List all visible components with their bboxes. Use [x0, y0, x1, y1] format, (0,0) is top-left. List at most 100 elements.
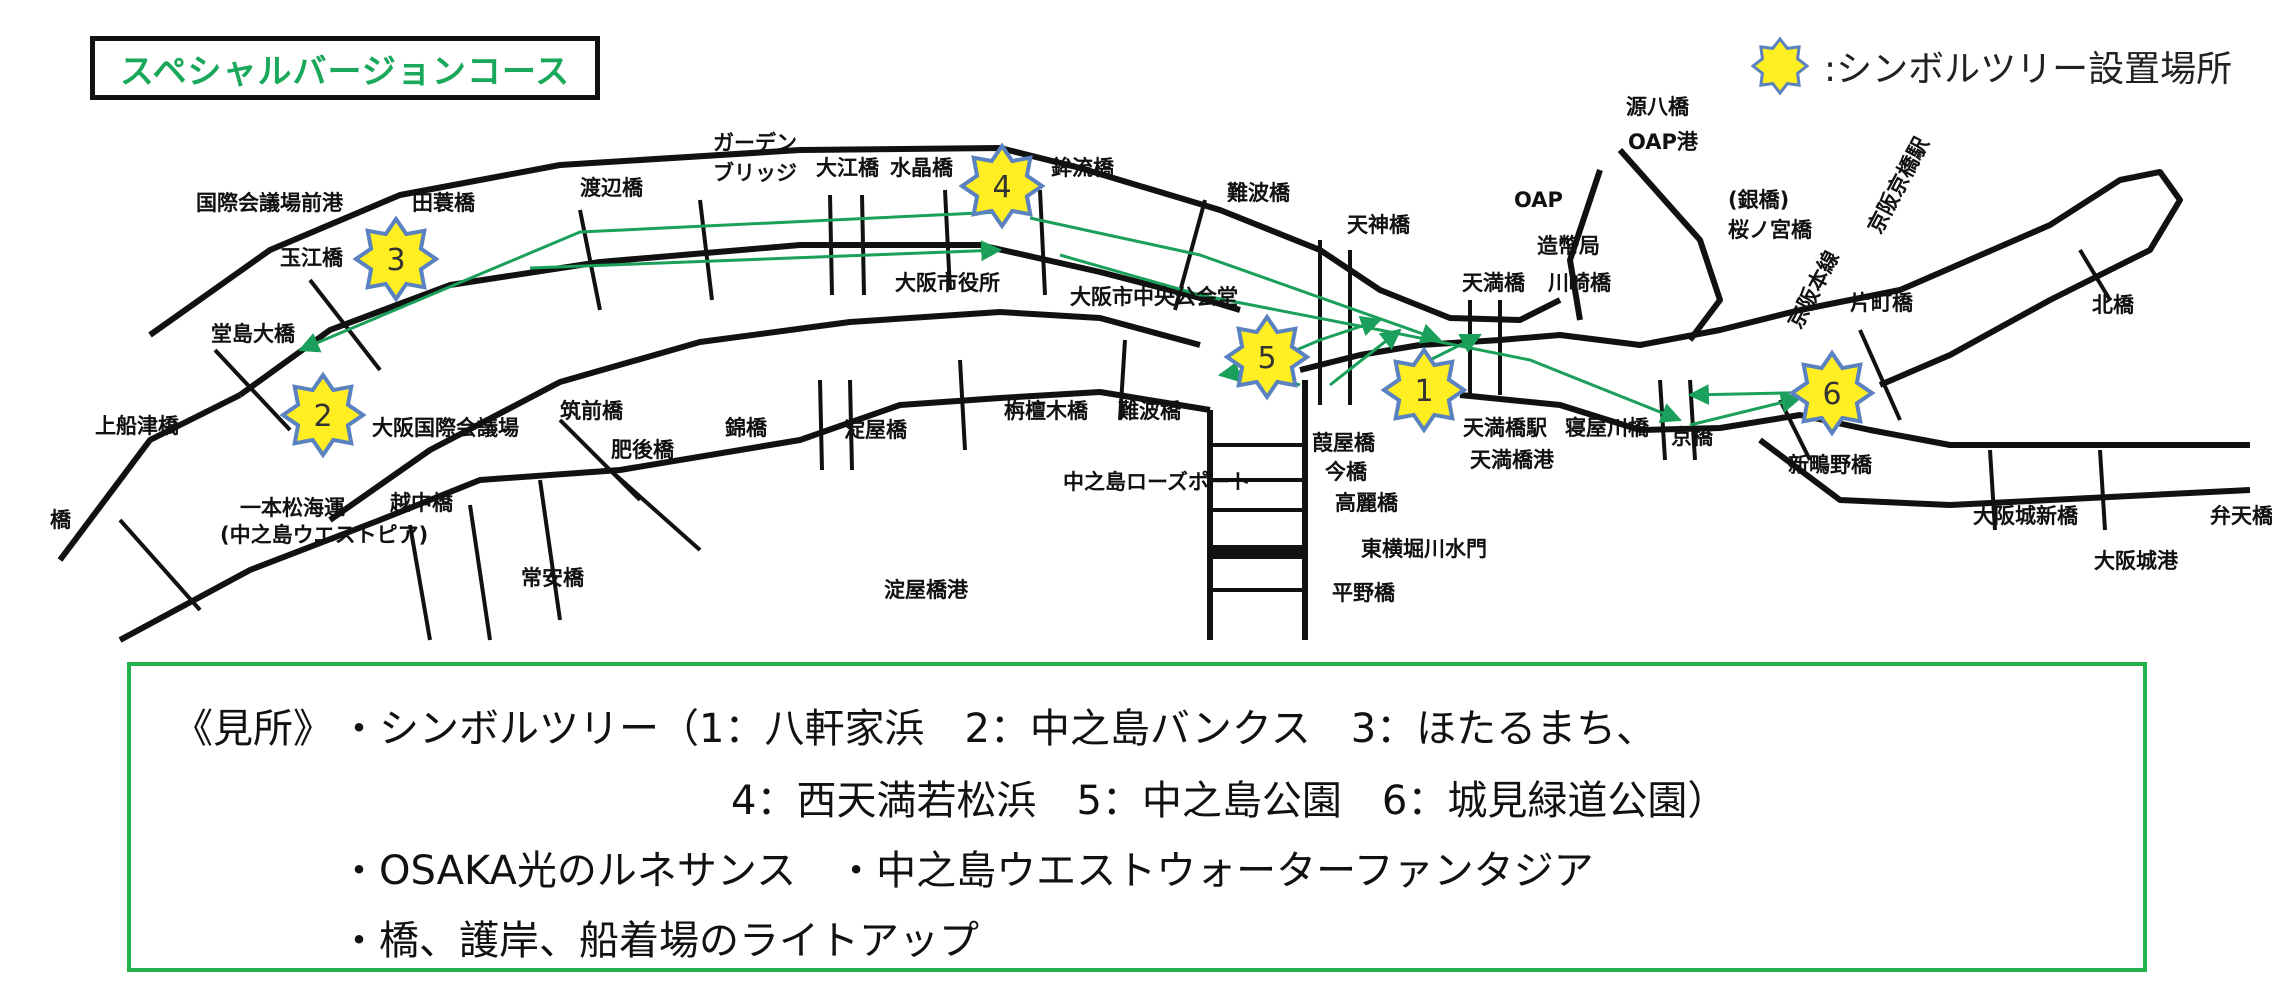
map-label: 国際会議場前港	[196, 191, 344, 215]
marker-number: 5	[1257, 341, 1276, 376]
map-label: 寝屋川橋	[1565, 416, 1650, 440]
star-icon	[958, 142, 1046, 230]
bridge	[2098, 449, 2107, 531]
map-label: ブリッジ	[713, 161, 797, 185]
map-label: 大阪市中央公会堂	[1070, 285, 1238, 309]
map-label: 常安橋	[521, 566, 585, 590]
symbol-tree-marker-2: 2	[279, 371, 367, 459]
highlights-line-1: ・シンボルツリー（1：八軒家浜 2：中之島バンクス 3：ほたるまち、	[339, 706, 1657, 752]
highlights-line-4: ・橋、護岸、船着場のライトアップ	[339, 918, 979, 964]
map-label: 橋	[50, 508, 72, 532]
map-label: 鉾流橋	[1051, 156, 1115, 180]
map-label: 錦橋	[725, 416, 768, 440]
star-icon	[1788, 349, 1876, 437]
bridge	[118, 518, 202, 612]
bridge	[468, 504, 492, 641]
map-label: 淀屋橋	[844, 418, 908, 442]
bridge	[943, 189, 952, 291]
bridge	[848, 379, 854, 471]
map-label: 桜ノ宮橋	[1728, 218, 1813, 242]
map-label: 玉江橋	[280, 246, 344, 270]
bridge	[698, 199, 714, 301]
map-label: 天満橋港	[1470, 448, 1555, 472]
route-arrow	[1029, 216, 1442, 344]
route-arrow	[298, 210, 1001, 353]
map-label: 越中橋	[389, 491, 454, 515]
bridge	[608, 468, 702, 552]
map-label: 京阪京橋駅	[1863, 132, 1934, 237]
bridge	[408, 524, 432, 641]
map-label: 京阪本線	[1783, 247, 1844, 332]
bridge	[538, 479, 562, 621]
map-label: 片町橋	[1850, 291, 1914, 315]
map-label: 北橋	[2092, 293, 2135, 317]
map-label: 中之島ローズポート	[1063, 470, 1251, 494]
map-label: 水晶橋	[890, 156, 954, 180]
highlights-heading: 《見所》	[173, 706, 333, 752]
highlights-line-3: ・OSAKA光のルネサンス ・中之島ウエストウォーターファンタジア	[339, 848, 1594, 894]
route-arrow	[529, 240, 1003, 270]
star-icon	[352, 215, 440, 303]
map-label: 東横堀川水門	[1361, 537, 1487, 561]
river-bank-4	[118, 389, 1211, 643]
map-label: 葭屋橋	[1312, 431, 1376, 455]
map-label: (中之島ウエストピア)	[220, 523, 428, 547]
map-label: 新鴫野橋	[1788, 453, 1873, 477]
highlights-line-2: 4：西天満若松浜 5：中之島公園 6：城見緑道公園）	[731, 778, 1728, 824]
highlights-box: 《見所》 ・シンボルツリー（1：八軒家浜 2：中之島バンクス 3：ほたるまち、 …	[127, 662, 2147, 972]
star-icon	[1380, 346, 1468, 434]
river-bank-7	[1758, 437, 2251, 508]
star-icon	[279, 371, 367, 459]
river-bank-11	[1567, 169, 1603, 321]
river-bank-6	[1459, 392, 2250, 448]
map-label: 難波橋	[1227, 181, 1291, 205]
map-label: 筑前橋	[560, 399, 624, 423]
map-label: 天満橋駅	[1463, 416, 1548, 440]
symbol-tree-marker-4: 4	[958, 142, 1046, 230]
map-label: 源八橋	[1626, 95, 1690, 119]
bridge	[2078, 248, 2112, 302]
bridge	[1173, 199, 1207, 311]
map-label: 肥後橋	[611, 438, 675, 462]
marker-number: 4	[992, 170, 1011, 205]
bridge	[308, 278, 382, 372]
river-bank-0	[148, 145, 1562, 338]
legend-label: :シンボルツリー設置場所	[1824, 49, 2233, 90]
map-label: 平野橋	[1332, 581, 1396, 605]
course-title-box: スペシャルバージョンコース	[90, 36, 600, 100]
map-label: ガーデン	[713, 131, 797, 155]
map-label: 田蓑橋	[412, 191, 476, 215]
map-label: 高麗橋	[1335, 491, 1399, 515]
map-label: 大阪市役所	[895, 271, 1000, 295]
map-label: 造幣局	[1537, 234, 1600, 258]
map-label: 弁天橋	[2210, 504, 2272, 528]
river-bank-3	[328, 309, 1201, 523]
bridge	[828, 194, 834, 296]
river-bank-10	[1617, 148, 1723, 342]
marker-number: 2	[313, 399, 332, 434]
symbol-tree-marker-3: 3	[352, 215, 440, 303]
route-arrow	[1329, 328, 1402, 387]
map-label: 一本松海運	[240, 496, 345, 520]
map-label: 大江橋	[816, 156, 880, 180]
map-label: 大阪国際会議場	[372, 416, 519, 440]
bridge	[213, 348, 292, 432]
bridge	[860, 194, 866, 296]
marker-number: 1	[1414, 374, 1433, 409]
star-icon	[1223, 313, 1311, 401]
map-label: 大阪城新橋	[1973, 504, 2079, 528]
map-label: (銀橋)	[1728, 188, 1789, 212]
map-label: 難波橋	[1118, 399, 1182, 423]
bridge	[1038, 189, 1047, 296]
map-label: OAP港	[1628, 130, 1699, 154]
map-label: 栴檀木橋	[1004, 399, 1089, 423]
map-label: OAP	[1514, 188, 1563, 212]
map-label: 堂島大橋	[211, 322, 296, 346]
map-label: 川崎橋	[1547, 271, 1612, 295]
map-label: 京橋	[1671, 425, 1714, 449]
river-bank-1	[238, 242, 1241, 398]
course-title: スペシャルバージョンコース	[119, 51, 571, 92]
map-label: 天満橋	[1462, 271, 1526, 295]
map-label: 天神橋	[1347, 213, 1411, 237]
symbol-tree-marker-5: 5	[1223, 313, 1311, 401]
